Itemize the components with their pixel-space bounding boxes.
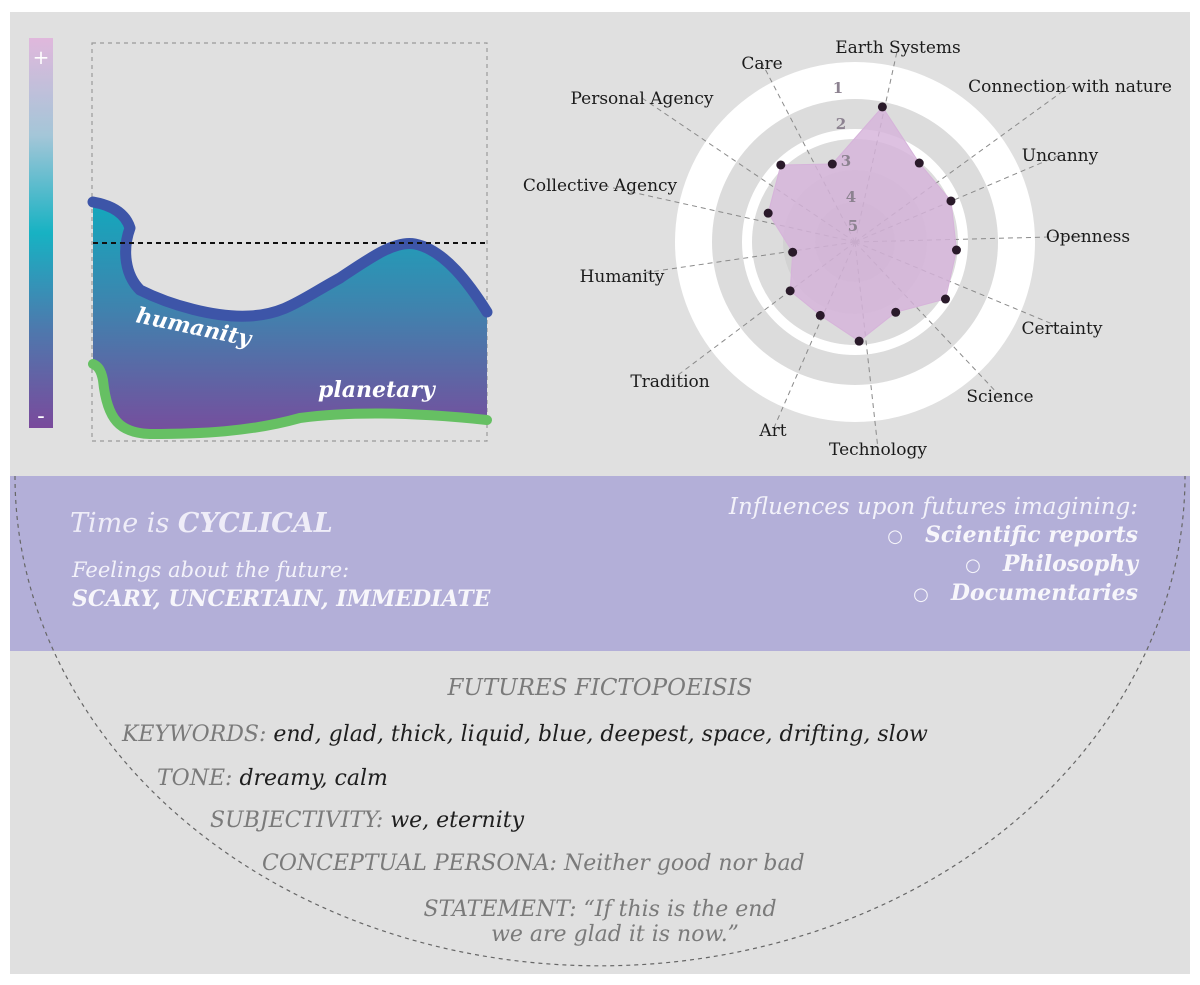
radar-ring-label: 3	[841, 152, 851, 170]
scale-minus: -	[37, 404, 44, 429]
radar-axis-label: Connection with nature	[968, 77, 1172, 97]
persona-row: CONCEPTUAL PERSONA: Neither good nor bad	[262, 851, 805, 876]
tone-row: TONE: dreamy, calm	[157, 766, 388, 791]
list-item: ○ Scientific reports	[887, 522, 1138, 551]
list-item: ○ Documentaries	[887, 580, 1138, 609]
time-prefix: Time is	[70, 508, 170, 539]
scale-and-curves: + - humanity planetary	[29, 38, 493, 442]
radar-axis-label: Certainty	[1022, 319, 1103, 339]
time-statement: Time is CYCLICAL	[70, 508, 333, 539]
radar-spoke	[854, 241, 879, 450]
radar-point	[914, 158, 924, 168]
tone-value: dreamy, calm	[239, 766, 388, 791]
radar-axis-label: Humanity	[580, 267, 665, 287]
radar-point	[815, 310, 825, 320]
bullet-icon: ○	[913, 584, 929, 605]
feelings-label: Feelings about the future:	[72, 558, 350, 582]
radar-axis-label: Tradition	[630, 372, 709, 392]
radar-axis-label: Art	[758, 421, 786, 441]
radar-ring-label: 2	[836, 115, 846, 133]
section-title: FUTURES FICTOPOEISIS	[447, 675, 753, 701]
influences-list: ○ Scientific reports ○ Philosophy ○ Documen…	[887, 522, 1138, 609]
scale-plus: +	[33, 45, 50, 69]
radar-axis-label: Openness	[1046, 227, 1130, 247]
persona-label: CONCEPTUAL PERSONA:	[262, 851, 557, 876]
radar-point	[785, 286, 795, 296]
list-item: ○ Philosophy	[887, 551, 1138, 580]
influence-item: Philosophy	[1002, 551, 1138, 577]
keywords-value: end, glad, thick, liquid, blue, deepest,…	[273, 722, 928, 747]
radar-ring-label: 4	[846, 188, 856, 206]
feelings-value: SCARY, UNCERTAIN, IMMEDIATE	[72, 586, 491, 612]
radar-spoke	[761, 62, 856, 243]
radar-point	[827, 159, 837, 169]
radar-axis-label: Uncanny	[1022, 146, 1099, 166]
radar-ring-label: 5	[848, 217, 858, 235]
time-value: CYCLICAL	[177, 508, 333, 539]
radar-spoke	[599, 184, 856, 243]
keywords-row: KEYWORDS: end, glad, thick, liquid, blue…	[122, 722, 928, 747]
radar-axis-label: Technology	[829, 440, 927, 460]
statement-label: STATEMENT:	[423, 897, 577, 922]
radar-point	[854, 336, 864, 346]
subjectivity-row: SUBJECTIVITY: we, eternity	[210, 808, 524, 833]
scale-bar	[29, 38, 53, 428]
tone-label: TONE:	[157, 766, 233, 791]
radar-point	[877, 102, 887, 112]
radar-point	[776, 160, 786, 170]
planetary-line	[88, 359, 492, 439]
radar-axis-label: Earth Systems	[835, 38, 961, 58]
summary-band	[10, 476, 1190, 651]
radar-axis-label: Care	[741, 54, 782, 74]
influence-item: Documentaries	[950, 580, 1138, 606]
statement-line1: “If this is the end	[583, 897, 777, 922]
radar-point	[788, 247, 798, 257]
bullet-icon: ○	[887, 526, 903, 547]
bullet-icon: ○	[965, 555, 981, 576]
radar-ring-label: 1	[833, 79, 843, 97]
statement-line2: we are glad it is now.”	[491, 922, 739, 947]
radar-polygon	[767, 106, 958, 342]
subjectivity-label: SUBJECTIVITY:	[210, 808, 384, 833]
curve-frame	[91, 42, 488, 442]
humanity-line	[87, 196, 493, 322]
radar-point	[940, 294, 950, 304]
influences-label: Influences upon futures imagining:	[728, 494, 1138, 520]
radar-point	[946, 196, 956, 206]
radar-axis-label: Science	[966, 387, 1033, 407]
radar-axis-label: Collective Agency	[523, 176, 678, 196]
radar-point	[763, 208, 773, 218]
keywords-label: KEYWORDS:	[122, 722, 267, 747]
radar-axis-label: Personal Agency	[570, 89, 713, 109]
radar-point	[951, 245, 961, 255]
radar-spoke	[641, 97, 856, 243]
planetary-label: planetary	[318, 377, 437, 403]
influence-item: Scientific reports	[925, 522, 1138, 548]
persona-value: Neither good nor bad	[563, 851, 805, 876]
radar-point	[891, 307, 901, 317]
subjectivity-value: we, eternity	[390, 808, 525, 833]
radar-spoke	[772, 241, 856, 431]
curve-fill	[93, 202, 487, 434]
